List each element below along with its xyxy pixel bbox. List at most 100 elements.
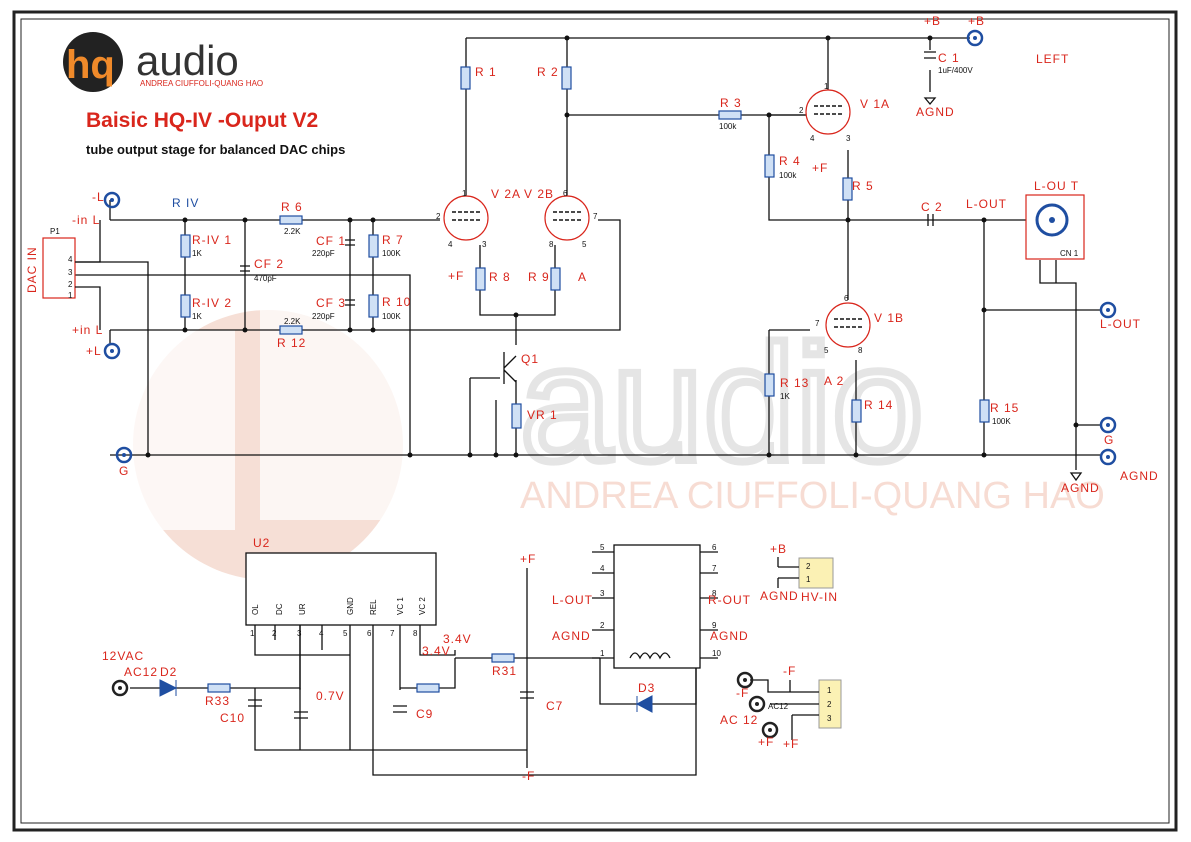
u2-pin-rel: REL: [369, 599, 378, 615]
g-right-label: G: [1104, 433, 1114, 447]
terminal-bplus[interactable]: [966, 29, 984, 47]
bplus-label-2: +B: [968, 14, 985, 28]
p1-wires: [75, 220, 101, 330]
terminal-plus-l[interactable]: [103, 342, 121, 360]
c2-label: C 2: [921, 200, 943, 214]
u2-num-4: 4: [319, 629, 324, 638]
relay-pin-1: 1: [600, 649, 605, 658]
g-left-label: G: [119, 464, 129, 478]
d2-label: D2: [160, 665, 177, 679]
tube-v1b: [825, 302, 871, 348]
logo-sub: ANDREA CIUFFOLI-QUANG HAO: [140, 79, 263, 88]
relay-rout-label: R-OUT: [708, 593, 751, 607]
v1a-pin-3: 3: [846, 134, 851, 143]
vr1-label: VR 1: [527, 408, 558, 422]
v07-label: 0.7V: [316, 689, 345, 703]
lout-top-label: L-OUT: [966, 197, 1007, 211]
d3-label: D3: [638, 681, 655, 695]
watermark-sub: ANDREA CIUFFOLI-QUANG HAO: [520, 475, 1105, 517]
terminal-g-right[interactable]: [1099, 416, 1117, 434]
wires: [75, 37, 1100, 470]
v1a-label: V 1A: [860, 97, 890, 111]
dac-in-label: DAC IN: [25, 246, 39, 293]
u2-pin-dc: DC: [275, 603, 284, 615]
p1-pin-2: 2: [68, 280, 73, 289]
cf1-label: CF 1: [316, 234, 346, 248]
v1a-pin-2: 2: [799, 106, 804, 115]
ac12-label: AC12: [124, 665, 158, 679]
u2-pin-gnd: GND: [346, 597, 355, 615]
c9-resistor: [416, 683, 440, 693]
relay-pin-7: 7: [712, 564, 717, 573]
v2b-a-label: A: [578, 270, 587, 284]
terminal-minus-l[interactable]: [103, 191, 121, 209]
v2a-heater-label: +F: [448, 269, 464, 283]
relay-lout-label: L-OUT: [552, 593, 593, 607]
v2b-pin-6: 6: [563, 189, 568, 198]
ac-ac12-small: AC12: [768, 702, 789, 711]
relay-pin-4: 4: [600, 564, 605, 573]
ac-ac12-label: AC 12: [720, 713, 758, 727]
ac-pf-bottom: +F: [783, 737, 799, 751]
u2-num-1: 1: [250, 629, 255, 638]
v1b-pin-8: 8: [858, 346, 863, 355]
r6-value: 2.2K: [284, 227, 301, 236]
c1-agnd-label: AGND: [916, 105, 955, 119]
u2-pin-vc1: VC 1: [396, 597, 405, 615]
r7-label: R 7: [382, 233, 404, 247]
relay-pin-10: 10: [712, 649, 721, 658]
v1b-pin-6: 6: [844, 294, 849, 303]
relay-pin-3: 3: [600, 589, 605, 598]
v1a-heater-label: +F: [812, 161, 828, 175]
u2-label: U2: [253, 536, 270, 550]
tube-v1a: [805, 89, 851, 135]
terminal-agnd-right[interactable]: [1099, 448, 1117, 466]
r9-label: R 9: [528, 270, 550, 284]
capacitors: [240, 51, 937, 306]
terminal-pf[interactable]: [761, 721, 779, 739]
page-subtitle: tube output stage for balanced DAC chips: [86, 142, 345, 157]
c1-value: 1uF/400V: [938, 66, 973, 75]
hv-pin-2: 2: [806, 562, 811, 571]
relay-pin-9: 9: [712, 621, 717, 630]
supply-caps: [248, 691, 534, 719]
cf3-value: 220pF: [312, 312, 335, 321]
p1-pin-4: 4: [68, 255, 73, 264]
q1-transistor: [503, 352, 517, 384]
r12-label: R 12: [277, 336, 306, 350]
inner-frame: [20, 18, 1170, 824]
r7-value: 100K: [382, 249, 401, 258]
v1b-pin-5: 5: [824, 346, 829, 355]
terminal-ac12[interactable]: [748, 695, 766, 713]
riv2-value: 1K: [192, 312, 202, 321]
supply-wires: [130, 544, 718, 776]
r1-label: R 1: [475, 65, 497, 79]
v1b-label: V 1B: [874, 311, 904, 325]
plus-in-l-label: +in L: [72, 323, 103, 337]
r14-label: R 14: [864, 398, 893, 412]
r13-label: R 13: [780, 376, 809, 390]
ac-mf-top: -F: [783, 664, 796, 678]
terminal-mf[interactable]: [736, 671, 754, 689]
u2-pin-ur: UR: [298, 603, 307, 615]
c1-label: C 1: [938, 51, 960, 65]
u2-num-7: 7: [390, 629, 395, 638]
ac-mf-label: -F: [736, 686, 749, 700]
d2-diode-icon: [159, 679, 178, 697]
agnd-right-label: AGND: [1120, 469, 1159, 483]
minus-l-label: -L: [92, 190, 105, 204]
r6-label: R 6: [281, 200, 303, 214]
lout-right-label: L-OUT: [1100, 317, 1141, 331]
relay-pin-5: 5: [600, 543, 605, 552]
bplus-label-1: +B: [924, 14, 941, 28]
v2a-pin-2: 2: [436, 212, 441, 221]
terminal-lout-right[interactable]: [1099, 301, 1117, 319]
terminal-g-left[interactable]: [115, 446, 133, 464]
pf-top-label: +F: [520, 552, 536, 566]
r15-label: R 15: [990, 401, 1019, 415]
terminal-12vac[interactable]: [111, 679, 129, 697]
riv-title: R IV: [172, 196, 199, 210]
cf3-label: CF 3: [316, 296, 346, 310]
q1-label: Q1: [521, 352, 539, 366]
